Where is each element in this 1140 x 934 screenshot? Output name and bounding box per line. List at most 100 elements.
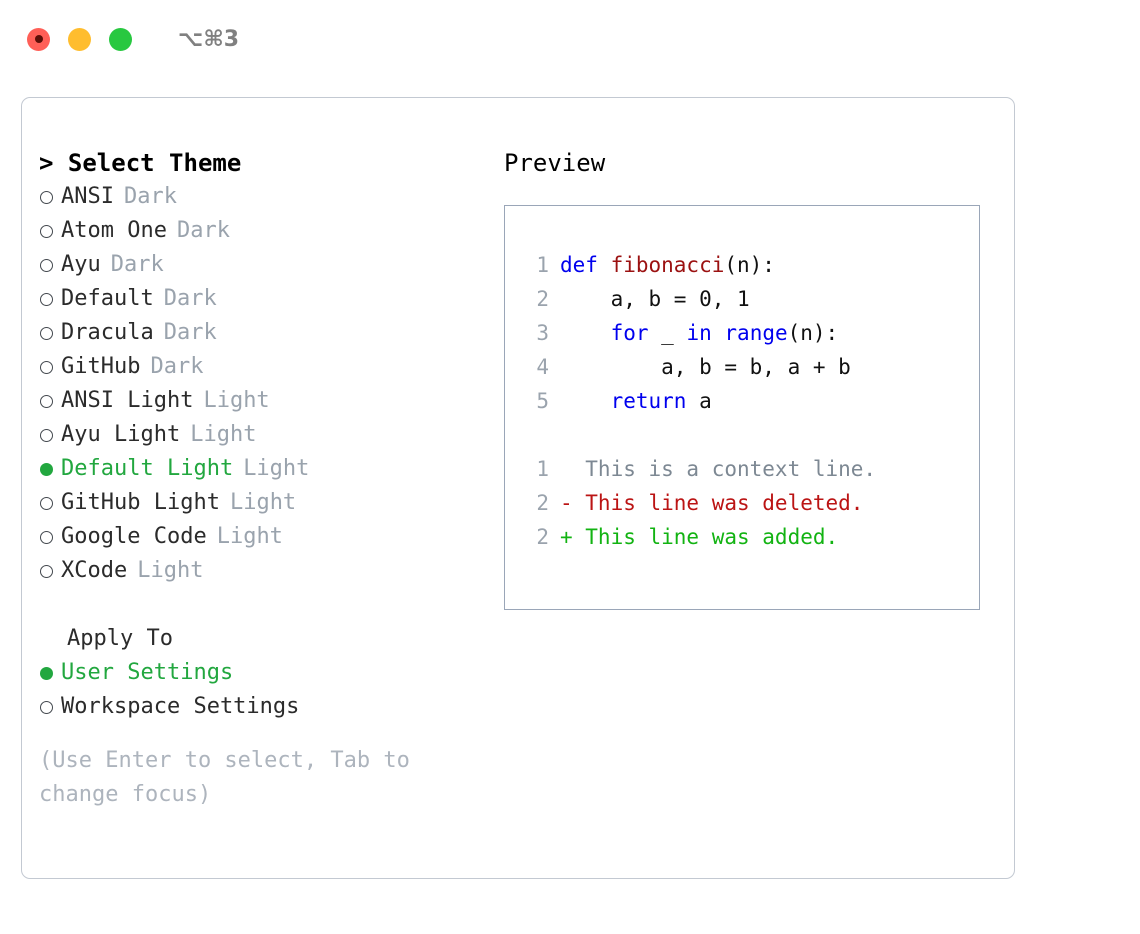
theme-list-item[interactable]: GitHub Dark (39, 350, 504, 384)
radio-unselected-icon[interactable] (39, 486, 61, 520)
radio-selected-icon[interactable] (39, 452, 61, 486)
theme-list-item[interactable]: ANSI Dark (39, 180, 504, 214)
theme-list-item[interactable]: Default Light Light (39, 452, 504, 486)
code-line: 3 for _ in range(n): (523, 316, 979, 350)
preview-title: Preview (504, 149, 606, 177)
code-text: a, b = b, a + b (560, 350, 851, 384)
apply-to-title: Apply To (67, 626, 173, 651)
theme-name: XCode (61, 558, 128, 583)
code-token (560, 321, 611, 345)
radio-unselected-icon[interactable] (39, 248, 61, 282)
theme-variant-badge: Light (216, 524, 283, 549)
line-number: 5 (536, 389, 549, 413)
radio-unselected-icon[interactable] (39, 520, 61, 554)
code-line: 5 return a (523, 384, 979, 418)
title-bar: ⌥⌘3 (0, 0, 1140, 78)
apply-to-item[interactable]: User Settings (39, 656, 504, 690)
minimize-window-icon[interactable] (68, 27, 91, 51)
code-token: a, b = b, a + b (560, 355, 851, 379)
code-token: _ (648, 321, 687, 345)
line-number: 2 (536, 287, 549, 311)
apply-to-label: Workspace Settings (61, 694, 300, 719)
diff-line: 2 - This line was deleted. (523, 486, 979, 520)
line-number: 1 (536, 253, 549, 277)
theme-name: ANSI Light (61, 388, 194, 413)
code-token: range (724, 321, 788, 345)
theme-variant-badge: Dark (163, 320, 217, 345)
theme-variant-badge: Dark (176, 218, 230, 243)
theme-name: Atom One (61, 218, 167, 243)
code-line: 1 def fibonacci(n): (523, 248, 979, 282)
theme-name: GitHub Light (61, 490, 220, 515)
theme-variant-badge: Light (190, 422, 257, 447)
radio-unselected-icon[interactable] (39, 554, 61, 588)
radio-unselected-icon[interactable] (39, 316, 61, 350)
theme-name: Default Light (61, 456, 234, 481)
theme-name: Ayu (61, 252, 101, 277)
theme-variant-badge: Light (243, 456, 310, 481)
code-token: for (610, 321, 649, 345)
code-token: def (560, 253, 611, 277)
code-token: (n): (787, 321, 839, 345)
radio-unselected-icon[interactable] (39, 282, 61, 316)
theme-name: Default (61, 286, 154, 311)
code-text: def fibonacci(n): (560, 248, 775, 282)
code-text: for _ in range(n): (560, 316, 839, 350)
code-token: in (686, 321, 712, 345)
line-number: 4 (536, 355, 549, 379)
theme-variant-badge: Dark (163, 286, 217, 311)
apply-to-item[interactable]: Workspace Settings (39, 690, 504, 724)
code-token (712, 321, 725, 345)
theme-list-item[interactable]: GitHub Light Light (39, 486, 504, 520)
code-token: return (610, 389, 687, 413)
theme-variant-badge: Dark (123, 184, 177, 209)
line-number: 3 (536, 321, 549, 345)
theme-name: Dracula (61, 320, 154, 345)
line-number: 2 (536, 525, 549, 549)
radio-selected-icon[interactable] (39, 656, 61, 690)
radio-unselected-icon[interactable] (39, 384, 61, 418)
theme-list-item[interactable]: Dracula Dark (39, 316, 504, 350)
code-line: 4 a, b = b, a + b (523, 350, 979, 384)
radio-unselected-icon[interactable] (39, 180, 61, 214)
radio-unselected-icon[interactable] (39, 350, 61, 384)
line-number: 2 (536, 491, 549, 515)
code-token (560, 389, 611, 413)
diff-text: This is a context line. (560, 457, 877, 481)
radio-unselected-icon[interactable] (39, 418, 61, 452)
diff-text: - This line was deleted. (560, 491, 864, 515)
theme-name: GitHub (61, 354, 141, 379)
theme-name: ANSI (61, 184, 114, 209)
radio-unselected-icon[interactable] (39, 690, 61, 724)
code-text: return a (560, 384, 712, 418)
maximize-window-icon[interactable] (109, 27, 132, 51)
theme-variant-badge: Light (203, 388, 270, 413)
theme-variant-badge: Dark (150, 354, 204, 379)
theme-name: Ayu Light (61, 422, 181, 447)
code-token: a, b = 0, 1 (560, 287, 750, 311)
theme-list-item[interactable]: Ayu Light Light (39, 418, 504, 452)
theme-list-item[interactable]: Ayu Dark (39, 248, 504, 282)
code-token: (n): (724, 253, 775, 277)
theme-variant-badge: Light (229, 490, 297, 515)
theme-list-item[interactable]: ANSI Light Light (39, 384, 504, 418)
code-gap (523, 418, 979, 452)
list-spacer (39, 588, 504, 622)
theme-variant-badge: Dark (110, 252, 164, 277)
code-token: fibonacci (610, 253, 725, 277)
code-text: a, b = 0, 1 (560, 282, 750, 316)
theme-list-item[interactable]: Atom One Dark (39, 214, 504, 248)
apply-to-label: User Settings (61, 660, 234, 685)
theme-list-item[interactable]: Default Dark (39, 282, 504, 316)
radio-unselected-icon[interactable] (39, 214, 61, 248)
diff-line: 1 This is a context line. (523, 452, 979, 486)
diff-sample: 1 This is a context line. 2 - This line wa… (523, 452, 979, 554)
close-window-icon[interactable] (27, 27, 50, 51)
